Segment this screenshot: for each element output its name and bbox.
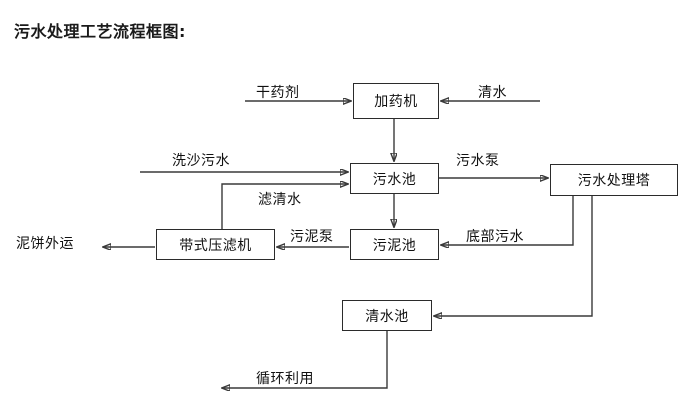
edge-label-clean-water: 清水 [478,85,507,101]
edge-tower-to-clear-water-pool [434,196,593,316]
terminal-label-recycle-reuse: 循环利用 [256,371,314,387]
node-sewage-pool-label: 污水池 [372,171,417,188]
node-belt-filter-press-label: 带式压滤机 [179,237,252,254]
edge-label-filtered-clear-water: 滤清水 [258,192,302,208]
terminal-label-mud-cake-out: 泥饼外运 [16,236,74,252]
edge-label-sludge-pump: 污泥泵 [290,229,334,245]
edge-label-sewage-pump: 污水泵 [456,153,500,169]
node-sludge-pool-label: 污泥池 [372,237,417,254]
node-belt-filter-press[interactable]: 带式压滤机 [156,229,275,260]
node-clear-water-pool[interactable]: 清水池 [342,300,432,331]
edge-label-dry-chemical: 干药剂 [256,85,300,101]
node-sludge-pool[interactable]: 污泥池 [350,229,439,260]
page-title: 污水处理工艺流程框图: [14,22,186,41]
node-treatment-tower[interactable]: 污水处理塔 [550,164,678,196]
node-sewage-pool[interactable]: 污水池 [350,163,439,194]
node-treatment-tower-label: 污水处理塔 [577,173,651,189]
node-dosing-machine[interactable]: 加药机 [353,83,439,119]
edge-label-sand-wash-sewage: 洗沙污水 [172,153,230,169]
edge-label-bottom-sewage: 底部污水 [466,229,524,245]
node-dosing-machine-label: 加药机 [374,94,418,110]
node-clear-water-pool-label: 清水池 [365,308,409,325]
